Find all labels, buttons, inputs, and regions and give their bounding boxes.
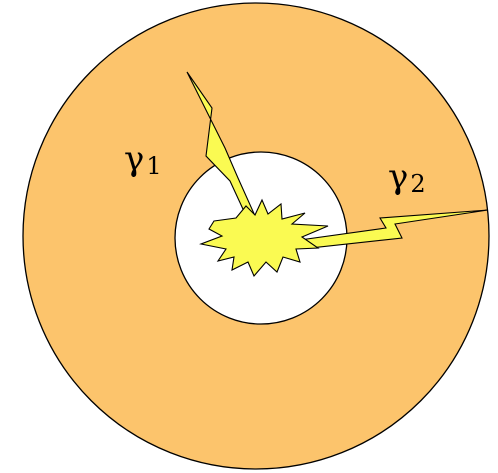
gamma2-symbol: γ — [388, 157, 408, 197]
gamma2-subscript: 2 — [410, 170, 425, 198]
gamma1-symbol: γ — [124, 139, 144, 179]
gamma1-subscript: 1 — [146, 152, 161, 180]
